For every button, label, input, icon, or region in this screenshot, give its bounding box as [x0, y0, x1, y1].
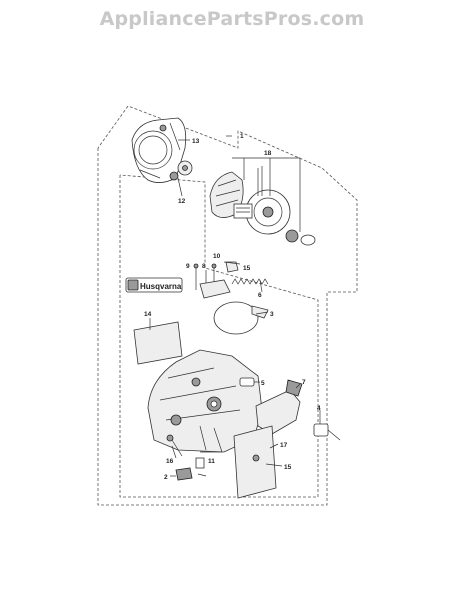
husqvarna-decal-part [125, 277, 183, 293]
watermark-text: AppliancePartsPros.com [99, 8, 365, 30]
callout-6: 6 [258, 292, 262, 299]
callout-11: 11 [208, 458, 215, 465]
chain-brake-housing-part [147, 349, 263, 453]
brake-band-part [213, 301, 269, 335]
pin-part [239, 377, 255, 387]
brake-lever-part [255, 379, 303, 435]
assembly-boundary-outer [97, 105, 358, 506]
husqvarna-brand-label: Husqvarna [140, 282, 182, 291]
callout-1: 1 [240, 133, 244, 140]
callout-9: 9 [186, 263, 190, 270]
starter-housing-part [131, 117, 187, 183]
callout-2: 2 [164, 474, 168, 481]
callout-5: 5 [261, 380, 265, 387]
callout-18: 18 [264, 150, 272, 157]
callout-13: 13 [192, 138, 200, 145]
screw-part [225, 261, 239, 273]
callout-10: 10 [213, 253, 221, 260]
callout-15-top: 15 [243, 265, 251, 272]
cover-plate-part [233, 425, 277, 499]
starter-pulley-part [177, 160, 193, 176]
callout-14: 14 [144, 311, 152, 318]
flywheel-clutch-assembly [209, 166, 316, 246]
callout-8: 8 [202, 263, 206, 270]
callout-12: 12 [178, 198, 186, 205]
callout-17: 17 [280, 442, 288, 449]
lever-pins-part [193, 263, 231, 299]
callout-16: 16 [166, 458, 174, 465]
callout-7: 7 [302, 379, 306, 386]
spring-part [231, 278, 269, 285]
starter-nut-part [169, 171, 179, 181]
decal-sheet-part [133, 321, 183, 365]
tensioner-part [313, 423, 341, 441]
bar-bolt-part [166, 434, 183, 457]
studs-part [199, 425, 223, 453]
assembly-boundary-inner [119, 174, 319, 498]
callout-15-bottom: 15 [284, 464, 292, 471]
callout-3: 3 [270, 311, 274, 318]
callout-4: 4 [317, 405, 321, 412]
clip-part [175, 457, 207, 481]
leader-lines [149, 135, 321, 477]
